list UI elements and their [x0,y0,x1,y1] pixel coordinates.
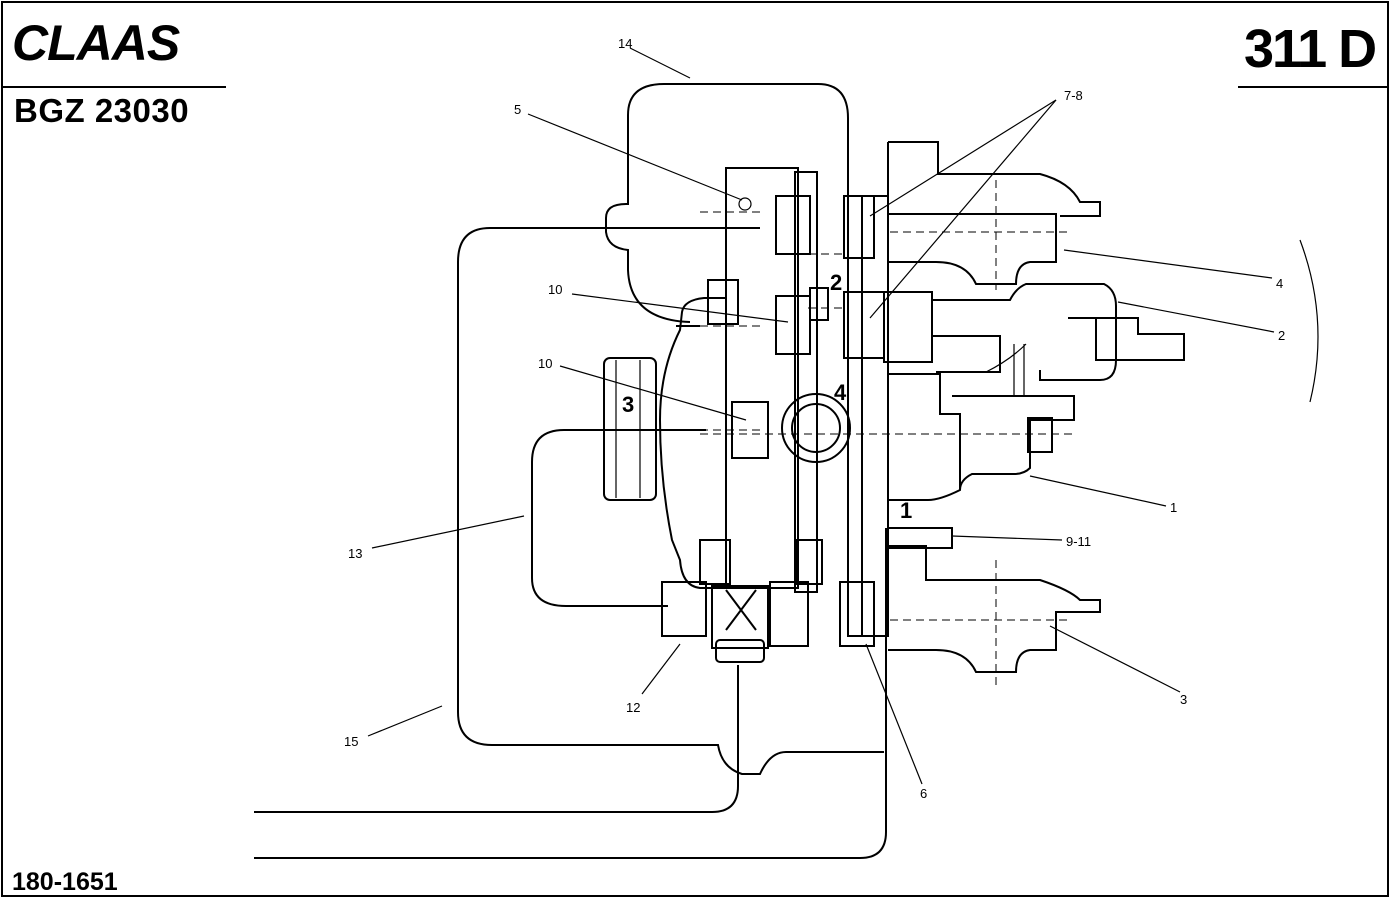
leader-12 [641,643,681,695]
leader-lines [367,47,1275,785]
cylinder-3-bracket [888,527,953,549]
cylinder-2-port [932,335,1001,373]
banjo-fitting-4 [781,393,851,463]
body-label-2: 2 [830,270,842,295]
callout-3: 3 [1180,692,1187,707]
leader-7-8-a [869,99,1057,217]
fitting-6 [839,581,875,647]
cylinder-4-centerline [890,180,1070,290]
cylinder-3 [888,545,1101,673]
model-number: 311 D [1244,19,1377,79]
callout-1: 1 [1170,500,1177,515]
bracket-plate-inner [794,171,818,593]
fitting-12 [661,581,707,637]
claas-logo: CLAAS [12,18,181,66]
leader-6 [865,643,923,785]
hose-13 [531,429,706,607]
callout-7-8: 7-8 [1064,88,1083,103]
callout-10-upper: 10 [548,282,562,297]
cylinder-4-rod-end [888,141,1101,217]
cylinder-2-head [1068,317,1185,361]
callouts: 14 5 7-8 10 10 4 2 1 9-11 13 12 3 6 15 [344,36,1285,801]
body-labels: 2 4 3 1 [622,270,912,523]
fitting-bottom [769,581,809,647]
nut-left-upper [707,279,739,325]
leader-2 [1117,301,1275,333]
leader-4 [1063,249,1273,279]
fittings [661,195,933,663]
main-cylinder-1-body [952,395,1075,491]
fitting-collar [809,287,829,321]
body-label-3: 3 [622,392,634,417]
callout-13: 13 [348,546,362,561]
edge-arc [1299,239,1319,403]
fitting-10-upper [775,295,811,355]
callout-2: 2 [1278,328,1285,343]
valve-cap-ribs [615,360,641,498]
bracket-plate-left [725,167,799,589]
leader-14 [629,47,691,79]
check-valve-cross [725,589,757,631]
body-label-1: 1 [900,498,912,523]
cylinder-3-centerline [890,560,1070,690]
nut-left-lower [699,539,731,585]
union-2 [883,291,933,363]
main-cylinder-1 [888,373,961,501]
callout-6: 6 [920,786,927,801]
mounting-plate-outer [861,195,889,637]
callout-15: 15 [344,734,358,749]
banjo-fitting-4-inner [791,403,841,453]
check-valve-body [711,585,769,649]
callout-9-11: 9-11 [1066,534,1091,549]
leader-7-8-b [869,99,1057,319]
fitting-7-8-upper [843,195,875,259]
cylinder-4 [887,142,1057,285]
leader-10-lower [559,365,747,421]
bracket-hole [738,197,752,211]
header-divider-right [1238,86,1388,88]
document-id: BGZ 23030 [14,92,190,129]
hose-15 [457,227,884,775]
callout-14: 14 [618,36,632,51]
valve-block-body [658,297,727,589]
mounting-plate-6 [847,195,863,637]
sheet-number: 180-1651 [12,868,118,896]
check-valve-foot [715,639,765,663]
leader-1 [1029,475,1167,507]
leader-13 [371,515,525,549]
header-divider-left [2,86,226,88]
leader-9-11 [951,535,1063,541]
callout-12: 12 [626,700,640,715]
construction-lines [700,211,844,431]
valve-cap-3 [603,357,657,501]
linkage-arm [985,343,1027,396]
fitting-top [775,195,811,255]
nut-right-lower [795,539,823,585]
supply-line-upper [254,665,739,813]
main-cylinder-1-eye [1027,417,1053,453]
fitting-7-8-lower [843,291,885,359]
leader-3 [1049,625,1181,693]
callout-10-lower: 10 [538,356,552,371]
leader-5 [527,113,743,201]
leader-15 [367,705,443,737]
cylinder-2 [932,283,1117,381]
callout-4: 4 [1276,276,1283,291]
hose-14 [605,83,849,323]
leader-10-upper [571,293,789,323]
callout-5: 5 [514,102,521,117]
fitting-10-lower [731,401,769,459]
claas-logo-text: CLAAS [12,18,180,66]
body-label-4: 4 [834,380,847,405]
supply-line-lower [254,528,887,859]
